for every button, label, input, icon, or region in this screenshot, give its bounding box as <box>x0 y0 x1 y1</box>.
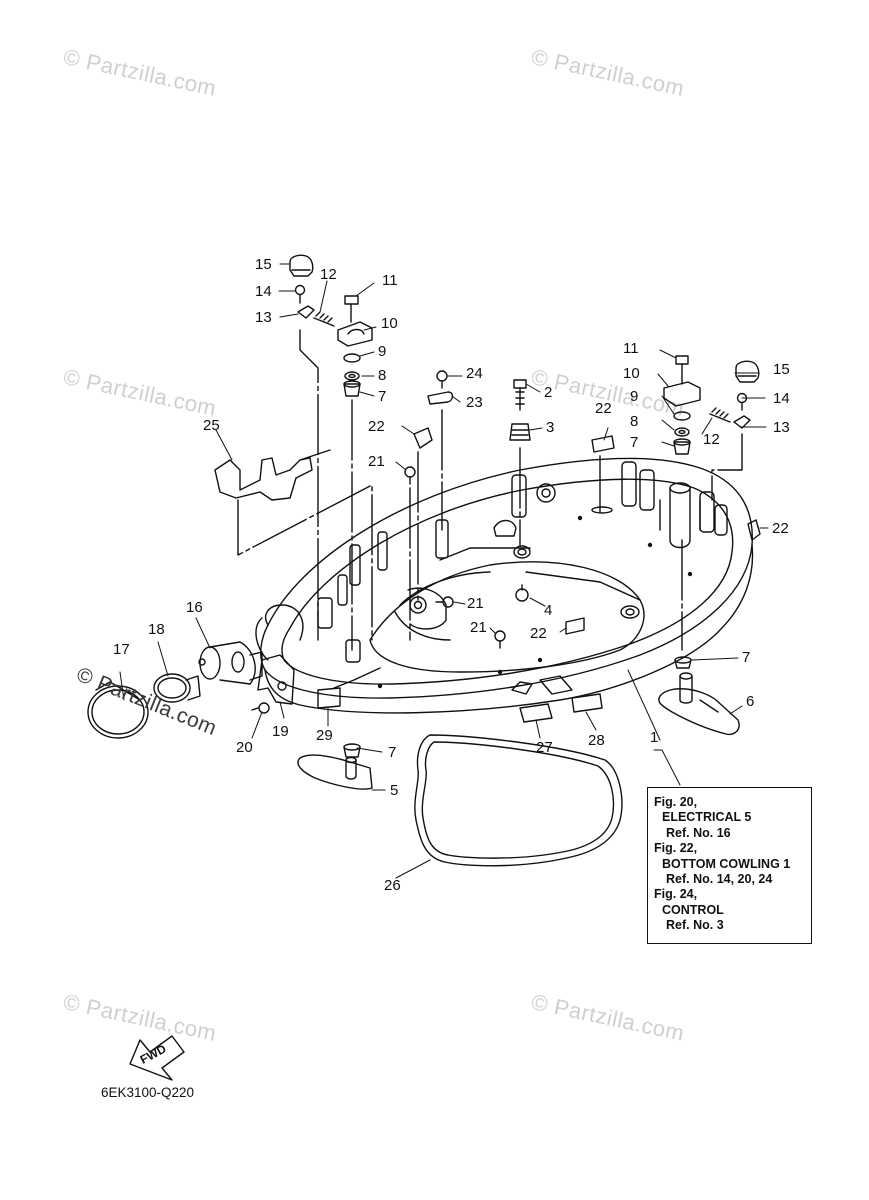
callout-15: 15 <box>773 361 790 378</box>
callout-22: 22 <box>530 625 547 642</box>
labels-27-28-29 <box>317 667 603 723</box>
callout-28: 28 <box>588 732 605 749</box>
lever-5 <box>297 754 373 790</box>
bolt-24-and-clip-23 <box>427 370 454 531</box>
callout-10: 10 <box>381 315 398 332</box>
plate-19 <box>257 654 295 705</box>
fwd-badge: FWD <box>138 1041 169 1066</box>
ref-line: CONTROL <box>662 902 724 917</box>
callout-29: 29 <box>316 727 333 744</box>
grommet-16 <box>198 641 263 685</box>
callout-14: 14 <box>255 283 272 300</box>
callout-22: 22 <box>368 418 385 435</box>
callout-3: 3 <box>546 419 555 436</box>
callout-5: 5 <box>390 782 399 799</box>
callout-26: 26 <box>384 877 401 894</box>
leader-lines <box>119 263 769 879</box>
callout-23: 23 <box>466 394 483 411</box>
ref-line: Fig. 22, <box>654 841 698 856</box>
callout-10: 10 <box>623 365 640 382</box>
fwd-label: FWD <box>138 1041 169 1066</box>
callout-8: 8 <box>630 413 639 430</box>
ref-line: BOTTOM COWLING 1 <box>662 856 791 871</box>
callout-21: 21 <box>368 453 385 470</box>
lock-assembly-left <box>289 254 373 651</box>
callout-7: 7 <box>388 744 397 761</box>
ref-line: ELECTRICAL 5 <box>662 810 752 825</box>
grommets-21 <box>404 466 506 649</box>
callout-18: 18 <box>148 621 165 638</box>
damper-pads-22 <box>413 427 761 635</box>
bolt-and-grommet-center <box>509 379 531 546</box>
bushes-7-lower <box>343 656 692 758</box>
callout-13: 13 <box>773 419 790 436</box>
callout-12: 12 <box>320 266 337 283</box>
callout-2: 2 <box>544 384 553 401</box>
lock-assembly-right <box>663 355 760 651</box>
band-18 <box>153 673 201 703</box>
ref-line: Ref. No. 3 <box>666 918 724 933</box>
callout-6: 6 <box>746 693 755 710</box>
callout-17: 17 <box>113 641 130 658</box>
callout-7: 7 <box>378 388 387 405</box>
screw-4 <box>515 584 529 602</box>
callout-14: 14 <box>773 390 790 407</box>
callout-16: 16 <box>186 599 203 616</box>
callout-1: 1 <box>650 729 659 746</box>
callout-20: 20 <box>236 739 253 756</box>
callout-9: 9 <box>630 388 639 405</box>
ref-line: Fig. 20, <box>654 795 698 809</box>
bottom-cowling-body <box>255 457 754 714</box>
callout-8: 8 <box>378 367 387 384</box>
callout-7: 7 <box>742 649 751 666</box>
callout-7: 7 <box>630 434 639 451</box>
callout-11: 11 <box>382 272 398 289</box>
callout-21: 21 <box>467 595 484 612</box>
ref-line: Ref. No. 16 <box>666 825 731 840</box>
ref-line: Ref. No. 14, 20, 24 <box>666 872 773 887</box>
cable-clamp-25 <box>214 449 373 641</box>
diagram-code: 6EK3100-Q220 <box>101 1085 195 1100</box>
lever-6 <box>658 672 740 736</box>
ref-line: Fig. 24, <box>654 887 698 902</box>
callout-9: 9 <box>378 343 387 360</box>
callout-22: 22 <box>595 400 612 417</box>
callout-22: 22 <box>772 520 789 537</box>
callout-27: 27 <box>536 739 553 756</box>
fwd-arrow-icon <box>129 1035 185 1081</box>
callout-25: 25 <box>203 417 220 434</box>
hose-clip-17 <box>87 681 149 739</box>
callout-21: 21 <box>470 619 487 636</box>
reference-box: Fig. 20, ELECTRICAL 5 Ref. No. 16 Fig. 2… <box>647 787 812 944</box>
seal-gasket-26 <box>414 734 623 867</box>
screw-20 <box>251 702 270 714</box>
callout-11: 11 <box>623 340 639 357</box>
callout-24: 24 <box>466 365 483 382</box>
callout-13: 13 <box>255 309 272 326</box>
callout-15: 15 <box>255 256 272 273</box>
callout-12: 12 <box>703 431 720 448</box>
callout-19: 19 <box>272 723 289 740</box>
callout-4: 4 <box>544 602 553 619</box>
